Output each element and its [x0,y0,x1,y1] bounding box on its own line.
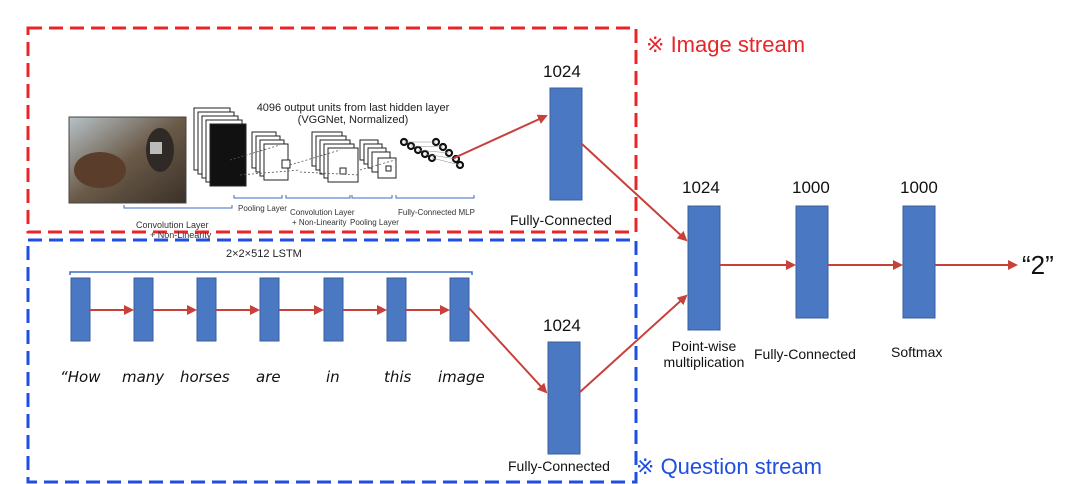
pointwise-label-line2: multiplication [663,354,745,370]
image-stream-box [26,26,638,234]
pointwise-label: Point-wise multiplication [652,338,756,370]
lstm-label: 2×2×512 LSTM [226,248,302,260]
cnn-stage-label: Pooling Layer [238,204,287,213]
image-fc-label: Fully-Connected [510,212,612,228]
question-word: are [256,368,281,386]
question-stream-title: ※ Question stream [636,454,822,480]
arrow-image-fc-to-fusion [581,143,688,242]
question-stream-label: Question stream [660,454,822,479]
softmax-label: Softmax [891,344,943,360]
image-stream-marker: ※ [646,32,665,57]
lstm-cell [133,277,154,342]
cnn-illustration [68,107,475,209]
softmax-size: 1000 [900,178,938,197]
cnn-stage-label: Convolution Layer [290,208,355,217]
question-fc-label: Fully-Connected [508,458,610,474]
lstm-cell [323,277,344,342]
arrow-question-fc-to-fusion [579,294,688,393]
image-stream-title: ※ Image stream [646,32,805,58]
cnn-stage-label: Fully-Connected MLP [398,208,475,217]
question-word: “How [60,368,101,386]
question-word: horses [180,368,230,386]
cnn-stage-label: Pooling Layer [350,218,399,227]
output-answer: “2” [1022,250,1054,280]
arrow-cnn-to-fc [453,114,548,159]
fusion-fc-size: 1000 [792,178,830,197]
cnn-stage-label: + Non-Linearity [292,218,347,227]
question-word: this [384,368,412,386]
cnn-stage-label: + Non-Linearity [150,230,212,240]
cnn-caption-line2: (VGGNet, Normalized) [297,114,409,126]
pointwise-block [687,205,721,331]
arrow-lstm-to-fc [468,307,548,394]
image-stream-label: Image stream [670,32,806,57]
lstm-bracket [69,271,473,275]
lstm-cell [70,277,91,342]
pointwise-label-line1: Point-wise [671,338,737,354]
question-word: in [326,368,340,386]
lstm-cell [449,277,470,342]
question-stream-marker: ※ [636,454,655,479]
question-word: image [438,368,485,386]
pointwise-size: 1024 [682,178,720,197]
lstm-cell [196,277,217,342]
question-fc-block [547,341,581,455]
image-fc-size: 1024 [543,62,581,81]
cnn-caption: 4096 output units from last hidden layer… [238,102,468,126]
question-fc-size: 1024 [543,316,581,335]
lstm-cell [259,277,280,342]
image-fc-block [549,87,583,201]
lstm-cell [386,277,407,342]
cnn-stage-label: Convolution Layer [136,220,209,230]
question-word: many [122,368,165,386]
question-stream-box [26,238,638,484]
fusion-fc-label: Fully-Connected [754,346,856,362]
cnn-caption-line1: 4096 output units from last hidden layer [256,102,450,114]
softmax-block [902,205,936,319]
fusion-fc-block [795,205,829,319]
